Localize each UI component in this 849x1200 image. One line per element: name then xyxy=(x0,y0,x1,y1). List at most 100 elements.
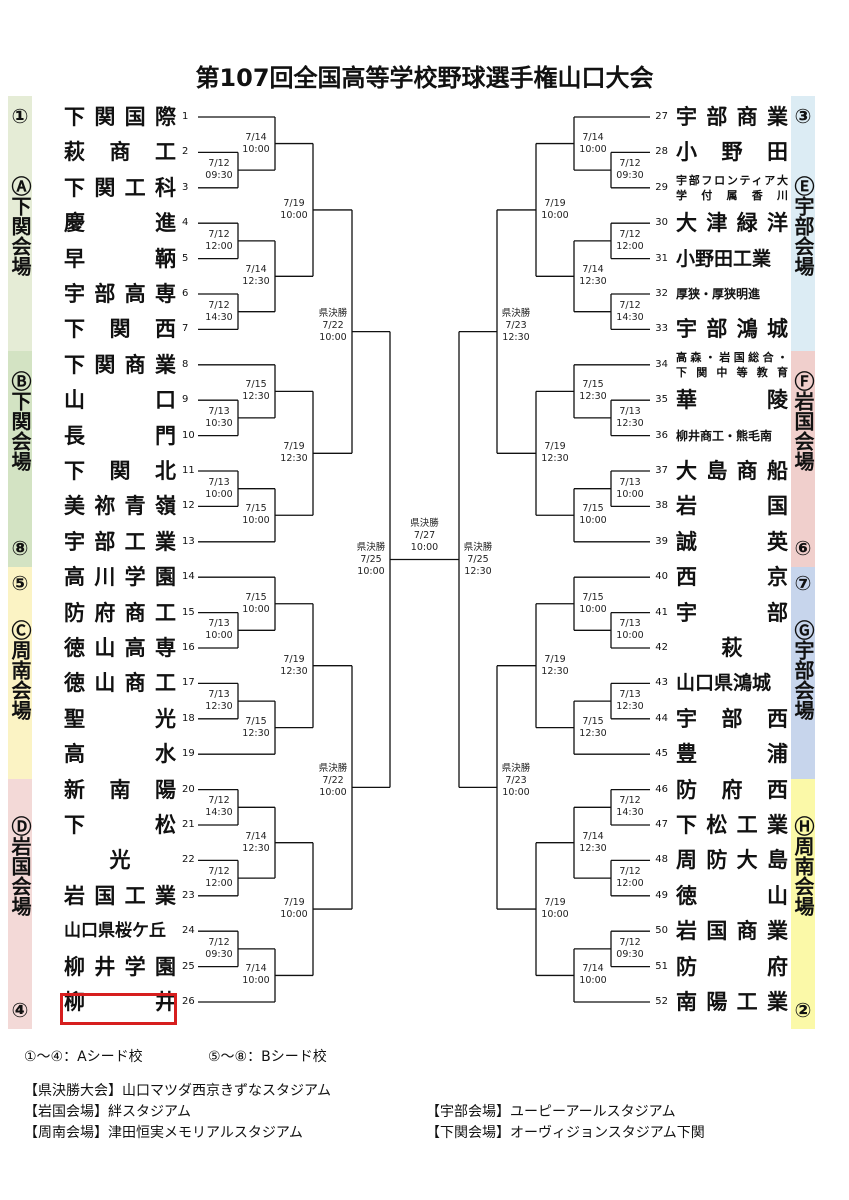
zone-c-panel xyxy=(8,567,32,779)
seed-note-a: ①～④：Aシード校 xyxy=(24,1049,143,1065)
match-time-line: 7/15 xyxy=(582,503,604,515)
team-16: 徳山高専 xyxy=(64,631,176,665)
team-name: 高森・岩国総合・ xyxy=(676,350,788,364)
team-name: 宇部鴻城 xyxy=(676,317,788,342)
match-time-line: 12:30 xyxy=(541,453,569,465)
team-name: 聖光 xyxy=(64,706,176,731)
highlight-box xyxy=(60,993,177,1025)
team-number-47: 47 xyxy=(655,819,668,830)
zone-a-panel xyxy=(8,96,32,351)
team-name: 大島商船 xyxy=(676,459,788,483)
team-number-11: 11 xyxy=(182,465,195,476)
team-19: 高水 xyxy=(64,737,176,771)
team-name: 豊浦 xyxy=(676,742,788,767)
match-time-line: 10:00 xyxy=(579,515,607,527)
team-25: 柳井学園 xyxy=(64,950,176,984)
team-number-12: 12 xyxy=(182,500,195,512)
team-number-25: 25 xyxy=(182,960,195,972)
match-time-line: 10:00 xyxy=(319,331,347,343)
match-time-line: 7/14 xyxy=(582,963,604,975)
match-time-line: 7/13 xyxy=(208,476,230,488)
match-time-line: 7/15 xyxy=(582,715,604,727)
zone-h-panel xyxy=(791,779,815,1029)
team-name: 周防大島 xyxy=(676,848,788,873)
team-17: 徳山商工 xyxy=(64,666,176,700)
zone-b-label-text: Ⓑ下関会場 xyxy=(8,371,32,471)
team-number-1: 1 xyxy=(182,111,189,122)
match-time-line: 7/25 xyxy=(360,553,382,565)
team-name: 山口県桜ケ丘 xyxy=(64,921,166,942)
match-time-line: 12:00 xyxy=(205,240,233,252)
team-name: 防府商工 xyxy=(64,600,176,625)
team-name: 下関北 xyxy=(64,459,176,483)
venue-ube: 【宇部会場】ユーピーアールスタジアム xyxy=(426,1104,676,1120)
match-time-line: 10:00 xyxy=(205,630,233,642)
team-name: 岩国 xyxy=(676,494,788,519)
team-name: 岩国工業 xyxy=(64,883,176,908)
zone-g-label-text: Ⓖ宇部会場 xyxy=(791,620,815,720)
team-39: 誠英 xyxy=(676,525,788,559)
match-time-line: 12:30 xyxy=(579,391,607,403)
match-time-line: 7/15 xyxy=(245,379,267,391)
team-number-48: 48 xyxy=(655,854,668,866)
team-number-17: 17 xyxy=(182,677,195,689)
team-name: 柳井学園 xyxy=(64,954,176,979)
match-time-line: 10:00 xyxy=(319,787,347,799)
team-number-27: 27 xyxy=(655,111,668,122)
team-30: 大津緑洋 xyxy=(676,206,788,240)
match-time-line: 7/19 xyxy=(544,441,566,453)
venue-iwakuni: 【岩国会場】絆スタジアム xyxy=(24,1104,192,1120)
team-47: 下松工業 xyxy=(676,808,788,842)
match-time-line: 12:30 xyxy=(541,665,569,677)
match-time-line: 09:30 xyxy=(205,948,233,960)
team-3: 下関工科 xyxy=(64,171,176,205)
team-40: 西京 xyxy=(676,560,788,594)
match-time-line: 7/15 xyxy=(245,503,267,515)
team-name: 防府 xyxy=(676,954,788,979)
team-27: 宇部商業 xyxy=(676,100,788,134)
team-36: 柳井商工・熊毛南 xyxy=(676,419,788,453)
match-time-line: 県決勝 xyxy=(318,763,348,775)
team-number-35: 35 xyxy=(655,394,668,406)
match-time-line: 7/15 xyxy=(582,591,604,603)
match-time-line: 12:30 xyxy=(280,453,308,465)
team-48: 周防大島 xyxy=(676,843,788,877)
match-time-line: 12:30 xyxy=(242,391,270,403)
match-time-line: 県決勝 xyxy=(501,307,531,319)
zone-e-label: Ⓔ宇部会場 xyxy=(791,176,815,281)
match-time-line: 10:00 xyxy=(242,143,270,155)
team-number-52: 52 xyxy=(655,996,668,1007)
team-number-30: 30 xyxy=(655,217,668,229)
venue-shimonoseki: 【下関会場】オーヴィジョンスタジアム下関 xyxy=(426,1125,705,1141)
zone-f-panel xyxy=(791,351,815,567)
seed-mark-5: ⑤ xyxy=(11,571,29,595)
match-time-line: 7/14 xyxy=(582,830,604,842)
match-time-line: 7/19 xyxy=(544,897,566,909)
match-time-line: 10:00 xyxy=(357,565,385,577)
team-18: 聖光 xyxy=(64,702,176,736)
team-number-42: 42 xyxy=(655,642,668,653)
zone-d-label: Ⓓ岩国会場 xyxy=(8,816,32,921)
team-name: 西京 xyxy=(676,565,788,590)
match-time-line: 7/14 xyxy=(245,264,267,276)
match-time-line: 7/13 xyxy=(619,476,641,488)
